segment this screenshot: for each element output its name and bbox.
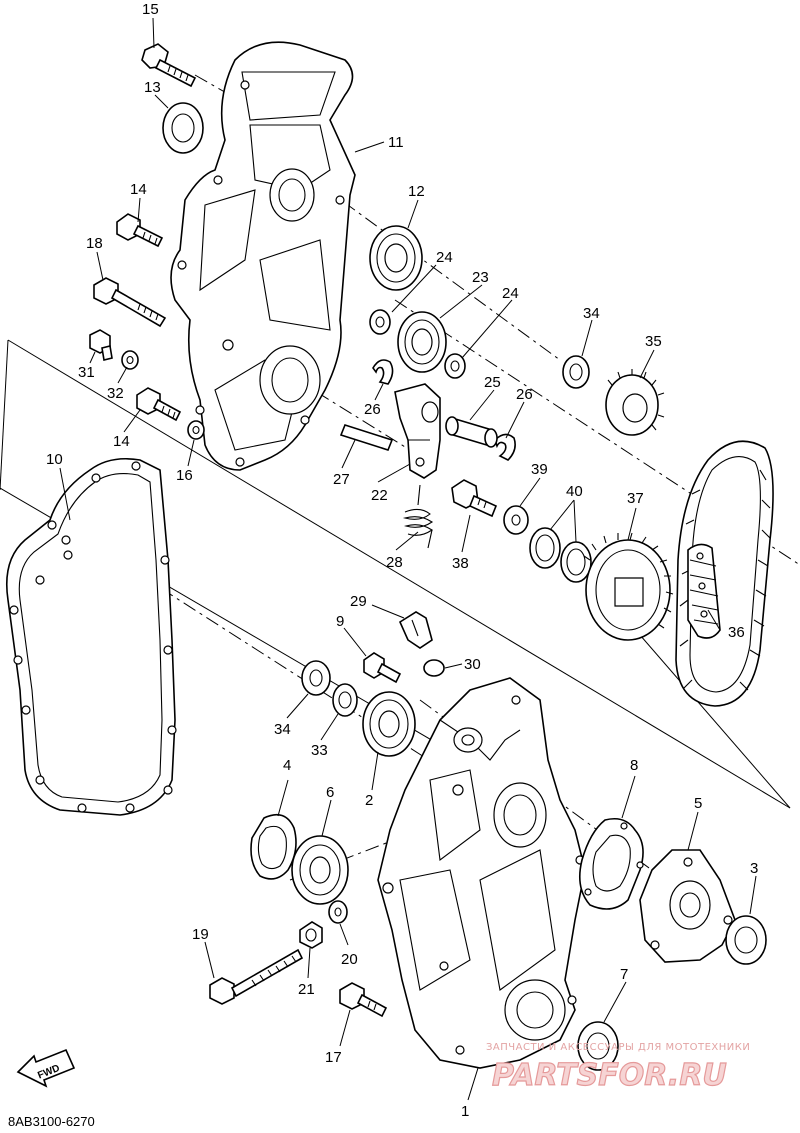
callout-8: 8: [630, 757, 638, 774]
callout-28: 28: [386, 554, 403, 571]
callout-24-right: 24: [502, 285, 519, 302]
callout-30: 30: [464, 656, 481, 673]
washer-39: [503, 505, 529, 535]
lower-case-1: [377, 677, 586, 1069]
callout-18: 18: [86, 235, 103, 252]
diagram-code: 8AB3100-6270: [8, 1114, 95, 1129]
washer-32: [121, 350, 139, 370]
watermark-tagline: ЗАПЧАСТИ И АКСЕССУАРЫ ДЛЯ МОТОТЕХНИКИ: [486, 1042, 750, 1053]
callout-29: 29: [350, 593, 367, 610]
housing-5: [639, 849, 736, 963]
bolt-14-upper: [116, 213, 164, 248]
callout-13: 13: [144, 79, 161, 96]
callout-37: 37: [627, 490, 644, 507]
callout-19: 19: [192, 926, 209, 943]
callout-21: 21: [298, 981, 315, 998]
nut-21: [299, 921, 323, 949]
callout-3: 3: [750, 860, 758, 877]
spacer-34-upper: [562, 355, 590, 389]
circlip-26-left: [372, 359, 394, 385]
callout-2: 2: [365, 792, 373, 809]
callout-4: 4: [283, 757, 291, 774]
plug-29: [398, 611, 433, 649]
callout-34-upper: 34: [583, 305, 600, 322]
callout-14-upper: 14: [130, 181, 147, 198]
callout-7: 7: [620, 966, 628, 983]
callout-1: 1: [461, 1103, 469, 1120]
shim-24-right: [444, 353, 466, 379]
washer-40-left: [529, 527, 561, 569]
callout-39: 39: [531, 461, 548, 478]
oil-seal-3: [725, 915, 767, 965]
circlip-4: [250, 813, 297, 880]
callout-25: 25: [484, 374, 501, 391]
callout-5: 5: [694, 795, 702, 812]
watermark: ЗАПЧАСТИ И АКСЕССУАРЫ ДЛЯ МОТОТЕХНИКИ PA…: [486, 1042, 750, 1094]
callout-36: 36: [728, 624, 745, 641]
sprocket-35: [605, 369, 665, 436]
callout-23: 23: [472, 269, 489, 286]
bearing-6: [291, 835, 349, 905]
callout-31: 31: [78, 364, 95, 381]
bolt-17: [339, 982, 388, 1018]
washer-33: [332, 683, 358, 717]
pin-27: [339, 424, 394, 451]
callout-numbers: 15 13 11 12 14 18 24 23 24 34 35 31 32 1…: [46, 1, 758, 1120]
bearing-23: [397, 311, 447, 373]
bolt-14-lower: [136, 387, 182, 422]
washer-40-right: [560, 541, 592, 583]
callout-32: 32: [107, 385, 124, 402]
gasket-10: [5, 457, 177, 816]
chain-36: [675, 440, 774, 707]
callout-16: 16: [176, 467, 193, 484]
callout-leaders: [59, 17, 757, 1101]
gear-37: [583, 532, 674, 641]
callout-9: 9: [336, 613, 344, 630]
washer-20: [328, 900, 348, 924]
callout-17: 17: [325, 1049, 342, 1066]
callout-11: 11: [388, 134, 404, 151]
callout-15: 15: [142, 1, 159, 18]
watermark-brand: PARTSFOR.RU: [492, 1058, 727, 1093]
long-bolt-19: [209, 948, 304, 1005]
callout-38: 38: [452, 555, 469, 572]
bolt-38: [451, 479, 498, 518]
washer-16: [187, 420, 205, 440]
o-ring-30: [423, 659, 445, 677]
callout-10: 10: [46, 451, 63, 468]
shaft-25: [445, 416, 498, 448]
circlip-26-right: [494, 433, 516, 461]
callout-20: 20: [341, 951, 358, 968]
bolt-31: [89, 329, 113, 361]
callout-14-lower: 14: [113, 433, 130, 450]
callout-35: 35: [645, 333, 662, 350]
spacer-34-lower: [301, 660, 331, 696]
chain-link-cluster: [687, 543, 721, 639]
callout-26-left: 26: [364, 401, 381, 418]
shim-24-left: [369, 309, 391, 335]
spring-28: [402, 484, 433, 549]
callout-34-lower: 34: [274, 721, 291, 738]
callout-22: 22: [371, 487, 388, 504]
bearing-2: [362, 691, 416, 757]
callout-40: 40: [566, 483, 583, 500]
callout-27: 27: [333, 471, 350, 488]
upper-case-cover: [170, 41, 356, 471]
callout-24-left: 24: [436, 249, 453, 266]
bolt-9: [363, 652, 402, 684]
bearing-12: [369, 225, 423, 291]
bolt-15: [141, 43, 197, 88]
callout-6: 6: [326, 784, 334, 801]
oil-seal-7: [577, 1021, 619, 1071]
oil-seal-13: [162, 102, 204, 154]
callout-12: 12: [408, 183, 425, 200]
callout-26-right: 26: [516, 386, 533, 403]
lever-22: [394, 383, 441, 479]
long-bolt-18: [93, 277, 167, 328]
gasket-8: [579, 817, 644, 910]
callout-33: 33: [311, 742, 328, 759]
fwd-arrow-icon: FWD: [16, 1048, 76, 1088]
